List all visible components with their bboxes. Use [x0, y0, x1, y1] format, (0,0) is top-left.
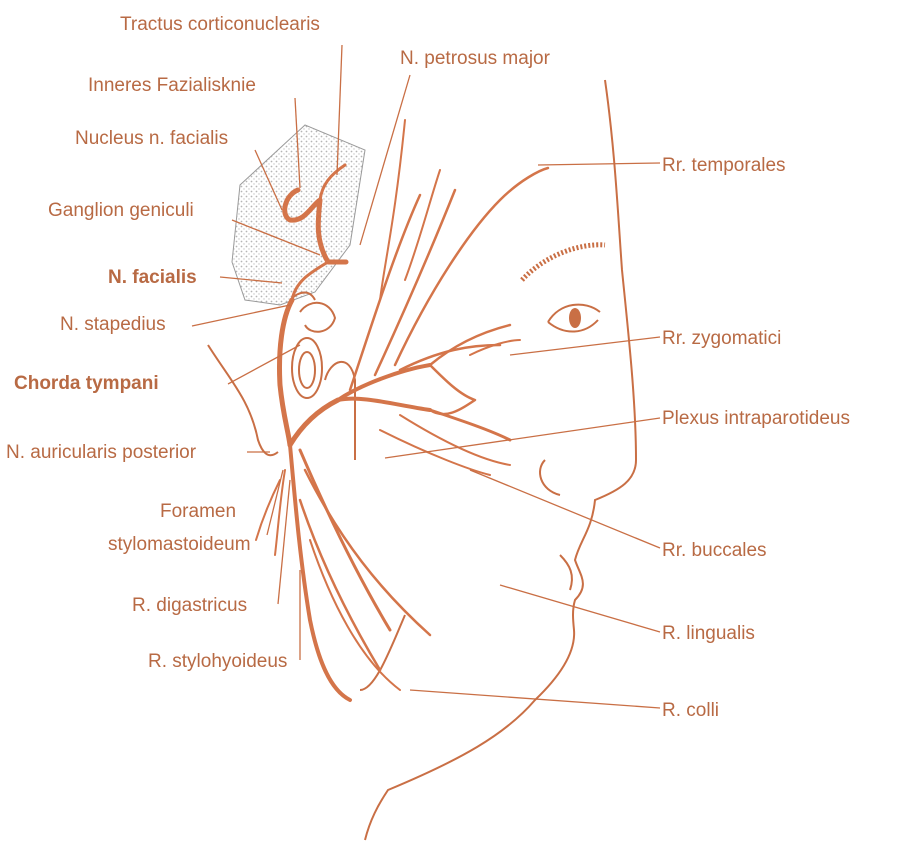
label-tractus-corticonuclearis: Tractus corticonuclearis: [120, 14, 320, 35]
label-r-colli: R. colli: [662, 700, 719, 721]
label-rr-zygomatici: Rr. zygomatici: [662, 328, 781, 349]
label-inneres-fazialisknie: Inneres Fazialisknie: [88, 75, 256, 96]
label-n-petrosus-major: N. petrosus major: [400, 48, 551, 69]
label-plexus-intraparotideus: Plexus intraparotideus: [662, 408, 850, 429]
label-nucleus-n-facialis: Nucleus n. facialis: [75, 128, 228, 149]
label-foramen: Foramen: [160, 501, 236, 522]
label-chorda-tympani: Chorda tympani: [14, 373, 159, 394]
label-r-stylohyoideus: R. stylohyoideus: [148, 651, 287, 672]
face-outline: [360, 80, 636, 840]
label-r-lingualis: R. lingualis: [662, 623, 755, 644]
label-n-auricularis-posterior: N. auricularis posterior: [6, 442, 197, 463]
label-rr-buccales: Rr. buccales: [662, 540, 767, 561]
leader-lines: [192, 45, 660, 708]
label-rr-temporales: Rr. temporales: [662, 155, 786, 176]
label-ganglion-geniculi: Ganglion geniculi: [48, 200, 194, 221]
label-stylomastoideum: stylomastoideum: [108, 534, 251, 555]
label-n-facialis: N. facialis: [108, 267, 197, 288]
eye-region: [522, 245, 605, 332]
label-n-stapedius: N. stapedius: [60, 314, 166, 335]
labels-group: Tractus corticonuclearis N. petrosus maj…: [6, 14, 850, 721]
label-r-digastricus: R. digastricus: [132, 595, 247, 616]
